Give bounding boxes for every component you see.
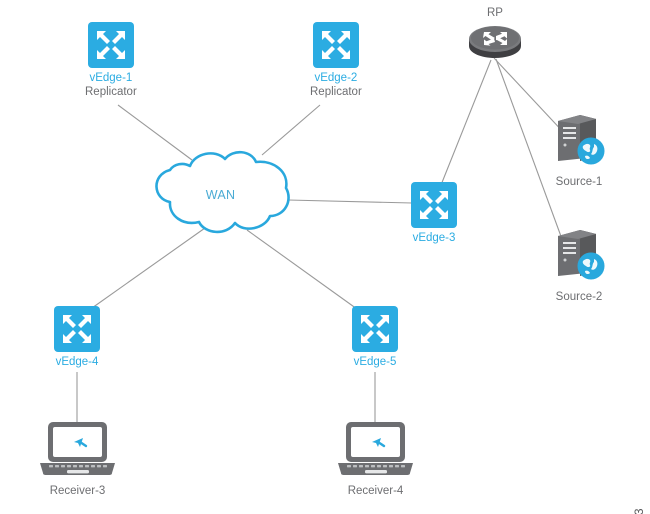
node-sublabel: Replicator — [85, 86, 137, 98]
node-source2[interactable]: Source-2 — [550, 228, 608, 304]
node-receiver4[interactable]: Receiver-4 — [334, 420, 417, 498]
server-globe-icon — [550, 228, 608, 287]
node-vedge3[interactable]: vEdge-3 — [411, 182, 457, 245]
link-vedge2-wan — [261, 104, 321, 156]
laptop-icon — [334, 420, 417, 481]
router-icon — [467, 22, 523, 65]
node-sublabel: Replicator — [310, 86, 362, 98]
laptop-icon — [36, 420, 119, 481]
node-rp[interactable]: RP — [467, 6, 523, 65]
node-vedge5[interactable]: vEdge-5 — [352, 306, 398, 369]
link-wan-vedge4 — [91, 227, 206, 309]
link-rp-source1 — [493, 57, 567, 136]
vedge-router-icon — [352, 306, 398, 352]
vedge-router-icon — [411, 182, 457, 228]
node-label: Source-1 — [555, 176, 603, 188]
wan-cloud: WAN — [143, 144, 298, 241]
vedge-router-icon — [87, 22, 134, 68]
node-label: RP — [487, 7, 503, 19]
link-vedge1-wan — [117, 104, 193, 161]
node-label: vEdge-1 — [89, 72, 133, 84]
link-wan-vedge5 — [246, 229, 358, 310]
node-label: vEdge-4 — [55, 356, 99, 368]
cloud-shape — [155, 150, 290, 234]
link-rp-source2 — [495, 58, 567, 251]
node-vedge4[interactable]: vEdge-4 — [54, 306, 100, 369]
vedge-router-icon — [312, 22, 359, 68]
node-source1[interactable]: Source-1 — [550, 113, 608, 189]
server-globe-icon — [550, 113, 608, 172]
node-label: Source-2 — [555, 291, 603, 303]
node-vedge2[interactable]: vEdge-2 Replicator — [310, 22, 362, 99]
wan-label: WAN — [205, 188, 236, 202]
node-label: vEdge-5 — [353, 356, 397, 368]
node-vedge1[interactable]: vEdge-1 Replicator — [85, 22, 137, 99]
link-rp-vedge3 — [440, 59, 492, 186]
watermark-id: 368473 — [632, 508, 646, 514]
node-label: Receiver-4 — [347, 485, 404, 497]
node-label: vEdge-3 — [412, 232, 456, 244]
link-wan-vedge3 — [287, 199, 413, 204]
vedge-router-icon — [54, 306, 100, 352]
node-label: vEdge-2 — [314, 72, 358, 84]
node-label: Receiver-3 — [49, 485, 106, 497]
node-receiver3[interactable]: Receiver-3 — [36, 420, 119, 498]
